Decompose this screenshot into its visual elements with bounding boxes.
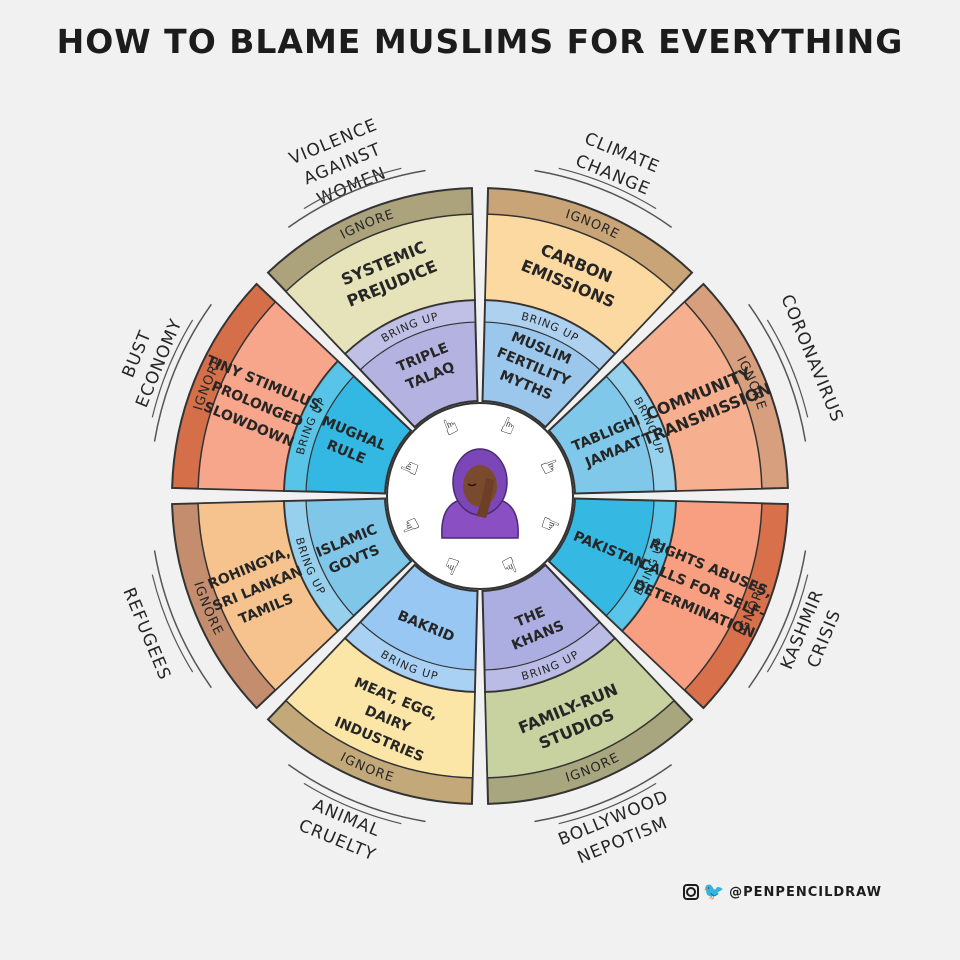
bring-up-band [344,621,477,693]
issue-label-violence: VIOLENCEAGAINSTWOMEN [286,115,398,214]
spin-mark [748,303,807,442]
spin-mark [303,782,402,825]
bring-up-band [283,499,355,632]
facepalm-woman-hijab-icon [441,448,519,539]
bring-up-band [344,299,477,371]
spin-mark [303,167,402,210]
twitter-icon: 🐦 [702,882,726,902]
spin-mark [151,319,194,418]
spin-mark [766,319,809,418]
issue-label-corona: CORONAVIRUS [776,292,847,426]
spin-mark [151,574,194,673]
spin-mark [766,574,809,673]
spin-mark [748,550,807,689]
bring-up-band [283,360,355,493]
bring-up-band [605,499,677,632]
bring-up-band [605,360,677,493]
spin-mark [153,550,212,689]
instagram-icon [682,884,699,900]
spin-mark [558,782,657,825]
spin-mark [534,764,673,823]
issue-label-bollywood: BOLLYWOODNEPOTISM [555,787,680,873]
issue-label-economy: BUSTECONOMY [110,307,187,411]
page-title: HOW TO BLAME MUSLIMS FOR EVERYTHING [56,22,904,61]
spin-mark [153,303,212,442]
spin-mark [534,169,673,228]
spin-mark [287,169,426,228]
spin-mark [287,764,426,823]
bring-up-band [483,299,616,371]
bring-up-band [483,621,616,693]
issue-label-climate: CLIMATECHANGE [572,129,662,200]
issue-label-animal: ANIMALCRUELTY [296,794,388,866]
credit-line: 🐦 @PENPENCILDRAW [682,882,882,902]
credit-handle: @PENPENCILDRAW [729,884,882,900]
spin-mark [558,167,657,210]
